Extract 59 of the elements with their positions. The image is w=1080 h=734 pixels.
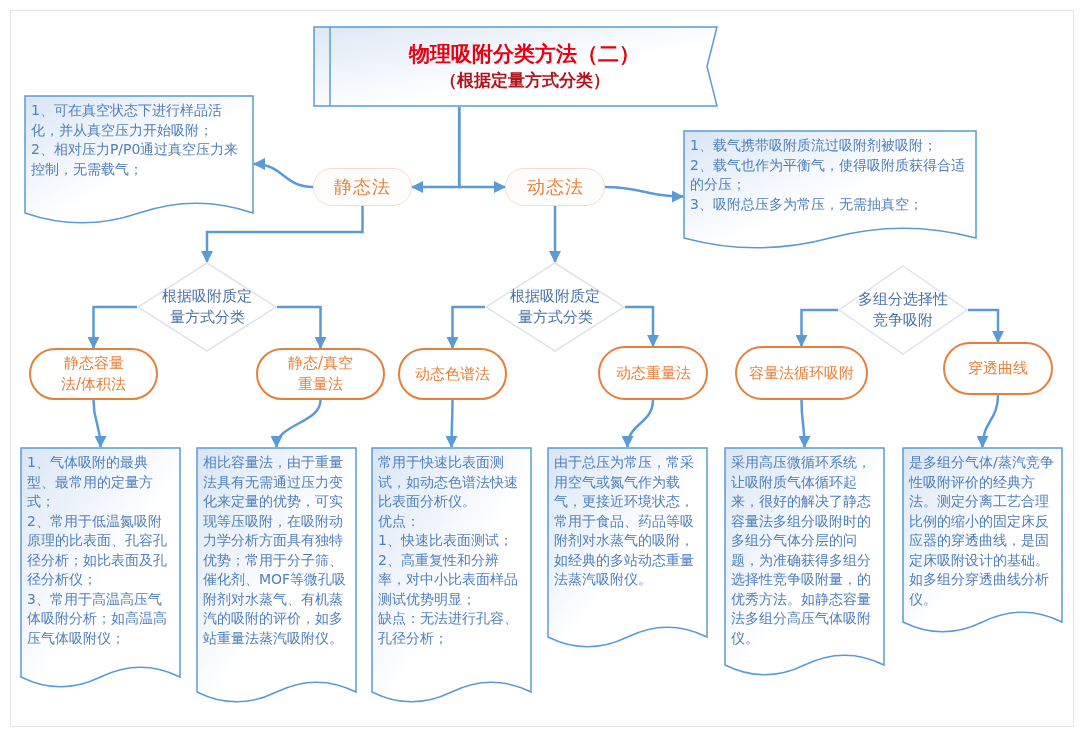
arrow bbox=[798, 400, 811, 448]
terminal-box bbox=[398, 348, 507, 400]
note-text: 常用于快速比表面测试，如动态色谱法快速比表面分析仪。 bbox=[378, 453, 519, 511]
note-text: 2、高重复性和分辨率，对中小比表面样品测试优势明显； bbox=[378, 550, 519, 609]
title-banner bbox=[313, 26, 718, 107]
decision-label: 多组分选择性竞争吸附 bbox=[857, 290, 949, 330]
arrow bbox=[604, 185, 684, 203]
note-text: 2、相对压力P/P0通过真空压力来控制，无需载气； bbox=[31, 140, 240, 179]
method-label: 静态容量法/体积法 bbox=[59, 353, 128, 395]
method-box bbox=[505, 168, 605, 206]
note-text: 3、常用于高温高压气体吸附分析；如高温高压气体吸附仪； bbox=[27, 589, 168, 648]
method-label: 动态重量法 bbox=[615, 362, 691, 384]
note-text: 1、载气携带吸附质流过吸附剂被吸附； bbox=[690, 136, 938, 155]
arrow bbox=[625, 305, 659, 347]
note-text: 相比容量法，由于重量法具有无需通过压力变化来定量的优势，可实现等压吸附，在吸附动力学分析方面具有独特优势；常用于分子筛、催化剂、MOF等微孔吸附剂对水蒸气、有机蒸汽的吸附的评价，如多站重量法蒸汽吸附仪。 bbox=[203, 453, 348, 648]
arrow bbox=[968, 308, 1004, 343]
title-text: 物理吸附分类方法（二） bbox=[409, 40, 640, 68]
note-text: 是多组分气体/蒸汽竞争性吸附评价的经典方法。测定分离工艺合理比例的缩小的固定床反应器的穿透曲线，是固定床吸附设计的基础。如多组分穿透曲线分析仪。 bbox=[909, 453, 1055, 609]
note-text: 采用高压微循环系统，让吸附质气体循环起来，很好的解决了静态容量法多组分吸附时的多组分气体分层的问题，为准确获得多组分选择性竞争吸附量，的优秀方法。如静态容量法多组分高压气体吸附仪。 bbox=[731, 453, 872, 648]
arrow bbox=[977, 394, 1000, 448]
terminal-box bbox=[735, 346, 868, 400]
terminal-box bbox=[598, 346, 708, 400]
method-label: 静态法 bbox=[334, 175, 391, 199]
terminal-box bbox=[256, 348, 385, 400]
arrow bbox=[272, 399, 322, 448]
note-text: 1、快速比表面测试； bbox=[378, 531, 514, 550]
arrow bbox=[445, 400, 458, 448]
note-text: 2、常用于低温氮吸附原理的比表面、孔容孔径分析；如比表面及孔径分析仪； bbox=[27, 511, 168, 589]
decision-label: 根据吸附质定量方式分类 bbox=[509, 287, 601, 327]
arrow bbox=[92, 399, 107, 448]
note-text: 2、载气也作为平衡气，使得吸附质获得合适的分压； bbox=[690, 155, 966, 194]
note-text: 缺点：无法进行孔容、孔径分析； bbox=[378, 609, 519, 648]
terminal-box bbox=[943, 342, 1053, 395]
method-label: 动态色谱法 bbox=[415, 363, 490, 385]
arrow bbox=[549, 206, 561, 263]
arrow bbox=[277, 305, 327, 349]
arrow bbox=[201, 206, 364, 263]
note-text: 1、气体吸附的最典型、最常用的定量方式； bbox=[27, 453, 154, 511]
note-text: 优点： bbox=[378, 511, 421, 531]
method-label: 动态法 bbox=[526, 175, 584, 199]
arrow bbox=[795, 308, 838, 347]
decision-diamond bbox=[838, 265, 968, 355]
arrow bbox=[622, 399, 655, 448]
decision-diamond bbox=[485, 262, 625, 352]
method-box bbox=[313, 168, 412, 206]
method-label: 穿透曲线 bbox=[968, 358, 1028, 379]
arrow bbox=[253, 158, 314, 189]
method-label: 容量法循环吸附 bbox=[749, 362, 854, 384]
note-text: 由于总压为常压，常采用空气或氮气作为载气，更接近环境状态，常用于食品、药品等吸附剂对水蒸气的吸附，如经典的多站动态重量法蒸汽吸附仪。 bbox=[554, 453, 695, 589]
terminal-box bbox=[29, 348, 158, 400]
note-text: 1、可在真空状态下进行样品活化，并从真空压力开始吸附； bbox=[31, 101, 223, 140]
note-text: 3、吸附总压多为常压，无需抽真空； bbox=[690, 194, 924, 214]
arrow bbox=[457, 107, 506, 193]
arrow bbox=[446, 305, 485, 349]
method-label: 静态/真空重量法 bbox=[286, 353, 355, 395]
arrow bbox=[87, 305, 137, 349]
decision-label: 根据吸附质定量方式分类 bbox=[161, 287, 253, 327]
decision-diamond bbox=[137, 262, 277, 352]
subtitle-text: （根据定量方式分类） bbox=[439, 69, 610, 93]
